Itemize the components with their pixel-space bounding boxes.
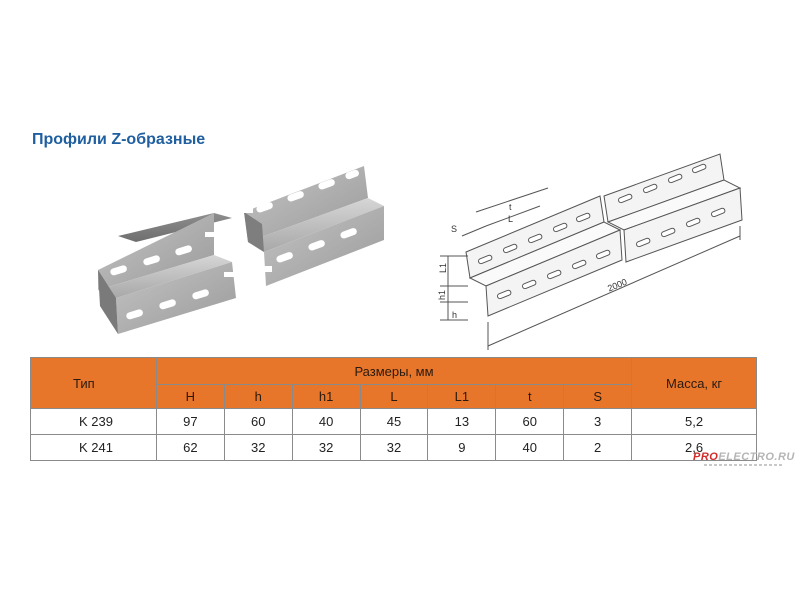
cell-L: 32 xyxy=(359,434,429,461)
subheader-h: h xyxy=(223,384,293,409)
dim-label-t: t xyxy=(509,202,512,212)
cell-type: K 239 xyxy=(30,408,157,435)
cell-mass: 5,2 xyxy=(631,408,757,435)
dim-label-length: 2000 xyxy=(606,277,628,294)
cell-L1: 9 xyxy=(427,434,497,461)
cell-h1: 40 xyxy=(291,408,361,435)
header-dimensions: Размеры, мм xyxy=(155,357,633,385)
cell-L: 45 xyxy=(359,408,429,435)
dim-label-s: S xyxy=(451,224,457,234)
cell-S: 2 xyxy=(563,434,633,461)
watermark-gray-part: ELECTRO.RU xyxy=(718,451,795,463)
cell-H: 97 xyxy=(155,408,225,435)
cell-L1: 13 xyxy=(427,408,497,435)
cell-S: 3 xyxy=(563,408,633,435)
subheader-L: L xyxy=(359,384,429,409)
subheader-t: t xyxy=(495,384,565,409)
dim-label-h: h xyxy=(452,310,457,320)
cell-type: K 241 xyxy=(30,434,157,461)
table-row: K 241 62 32 32 32 9 40 2 2,6 xyxy=(30,434,757,461)
watermark-underline xyxy=(704,464,784,466)
specs-table: Тип Размеры, мм Масса, кг H h h1 L L1 t … xyxy=(30,357,757,461)
cell-t: 60 xyxy=(495,408,565,435)
subheader-L1: L1 xyxy=(427,384,497,409)
dim-label-h1: h1 xyxy=(437,290,447,300)
watermark-logo: PROELECTRO.RU xyxy=(693,451,795,463)
z-profile-photo-right xyxy=(243,166,384,286)
header-type: Тип xyxy=(30,357,157,409)
cell-h: 60 xyxy=(223,408,293,435)
product-illustrations: S t L L1 h1 h 2000 xyxy=(98,153,743,350)
dim-label-l1: L1 xyxy=(438,263,448,273)
cell-h: 32 xyxy=(223,434,293,461)
watermark-red-part: PRO xyxy=(693,451,719,463)
z-profile-photo-left xyxy=(98,213,236,334)
z-profile-technical-drawing xyxy=(440,153,743,350)
dim-label-l: L xyxy=(508,214,513,224)
page-title: Профили Z-образные xyxy=(32,131,206,148)
subheader-h1: h1 xyxy=(291,384,361,409)
cell-t: 40 xyxy=(495,434,565,461)
subheader-S: S xyxy=(563,384,633,409)
cell-h1: 32 xyxy=(291,434,361,461)
table-row: K 239 97 60 40 45 13 60 3 5,2 xyxy=(30,408,757,435)
header-mass: Масса, кг xyxy=(631,357,757,409)
cell-H: 62 xyxy=(155,434,225,461)
cell-mass: 2,6 xyxy=(631,434,757,461)
subheader-H: H xyxy=(155,384,225,409)
